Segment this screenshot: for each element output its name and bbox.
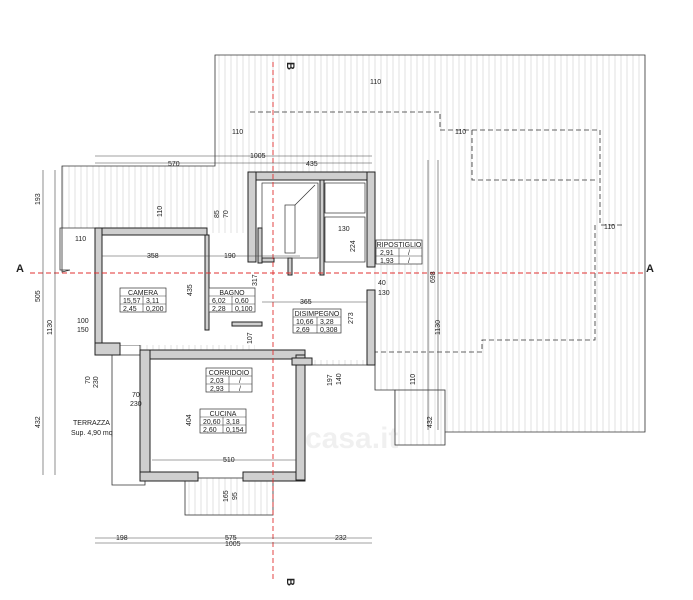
dim-404: 404: [186, 414, 193, 426]
parapet-line-2: [471, 130, 595, 181]
dim-110: 110: [232, 129, 243, 136]
left-terrace: [111, 354, 146, 486]
room-corridoio: CORRIDOIO 2,03 / 2,93 /: [205, 367, 253, 393]
axis-label-a-right: A: [646, 263, 654, 275]
axis-label-b-top: B: [284, 62, 296, 70]
dim-110: 110: [455, 129, 466, 136]
room-name: BAGNO: [219, 290, 245, 297]
dim-110: 110: [370, 79, 381, 86]
room-value: 0,200: [146, 306, 164, 313]
room-cucina: CUCINA 20,60 3,18 2,60 0,154: [199, 408, 247, 434]
room-value: 2,28: [212, 306, 226, 313]
dim-110: 110: [157, 206, 164, 217]
room-value: /: [239, 378, 241, 385]
dim-230: 230: [130, 401, 142, 408]
dim-70: 70: [132, 392, 140, 399]
dim-110: 110: [604, 224, 615, 231]
dim-130b: 130: [378, 290, 390, 297]
room-value: /: [408, 250, 410, 257]
room-value: 0,308: [320, 327, 338, 334]
room-value: 2,03: [210, 378, 224, 385]
room-name: RIPOSTIGLIO: [377, 242, 422, 249]
room-value: 0,60: [235, 298, 249, 305]
room-name: DISIMPEGNO: [295, 311, 340, 318]
dim-110: 110: [75, 236, 86, 243]
dim-40: 40: [378, 280, 386, 287]
dim-224: 224: [350, 240, 357, 252]
dim-95: 95: [232, 492, 239, 500]
dim-1130-left: 1130: [47, 320, 54, 335]
watermark: casa.it: [305, 422, 398, 455]
axis-label-a-left: A: [16, 263, 24, 275]
dim-197: 197: [327, 374, 334, 386]
dim-85: 85: [214, 210, 221, 218]
kitchen-balcony: [184, 477, 274, 516]
dim-70: 70: [223, 210, 230, 218]
room-name: CORRIDOIO: [209, 370, 250, 377]
right-balcony: [394, 389, 446, 446]
dim-232: 232: [335, 535, 347, 542]
dim-230: 230: [93, 376, 100, 388]
dim-505: 505: [35, 290, 42, 302]
dim-273: 273: [348, 312, 355, 324]
room-value: 0,100: [235, 306, 253, 313]
dim-193: 193: [35, 193, 42, 205]
dim-698: 698: [430, 271, 437, 283]
dim-432-right: 432: [427, 416, 434, 428]
dim-358: 358: [147, 253, 159, 260]
room-value: 10,66: [296, 319, 314, 326]
dim-198: 198: [116, 535, 128, 542]
room-value: /: [239, 386, 241, 393]
dim-165: 165: [223, 490, 230, 502]
room-value: 2,60: [203, 427, 217, 434]
dimension-lines: [42, 155, 439, 544]
room-value: 0,154: [226, 427, 244, 434]
dim-190: 190: [224, 253, 236, 260]
room-value: 3,11: [146, 298, 159, 305]
parapet-line: [250, 111, 625, 353]
dim-70: 70: [85, 376, 92, 384]
dim-150: 150: [77, 327, 89, 334]
room-value: 20,60: [203, 419, 221, 426]
room-value: 2,93: [210, 386, 224, 393]
dim-570: 570: [168, 161, 180, 168]
dim-435-top: 435: [306, 161, 318, 168]
room-value: 2,69: [296, 327, 310, 334]
room-value: 3,18: [226, 419, 240, 426]
dim-total-bottom: 1005: [225, 541, 241, 548]
dim-100: 100: [77, 318, 89, 325]
dim-110: 110: [410, 374, 417, 385]
dim-575: 575: [225, 535, 237, 542]
dim-total-top: 1005: [250, 153, 266, 160]
dim-365: 365: [300, 299, 312, 306]
walls: [94, 171, 376, 482]
room-ripostiglio: RIPOSTIGLIO 2,91 / 1,93 /: [375, 239, 423, 265]
room-value: 15,57: [123, 298, 141, 305]
room-disimpegno: DISIMPEGNO 10,66 3,28 2,69 0,308: [292, 308, 342, 334]
room-value: 2,91: [380, 250, 394, 257]
dim-1130-right: 1130: [435, 320, 442, 335]
axis-label-b-bottom: B: [284, 578, 296, 586]
dim-432-left: 432: [35, 416, 42, 428]
terrace-area: Sup. 4,90 mq: [71, 430, 113, 437]
dimension-labels: 1005 570 435 110 110 110 110 110 110 110…: [35, 79, 615, 548]
dim-130: 130: [338, 226, 350, 233]
staircase: [261, 182, 366, 263]
room-value: 1,93: [380, 258, 394, 265]
dim-140: 140: [336, 373, 343, 385]
room-name: CAMERA: [128, 290, 158, 297]
room-camera: CAMERA 15,57 3,11 2,45 0,200: [119, 287, 167, 313]
room-value: 6,02: [212, 298, 226, 305]
room-name: CUCINA: [210, 411, 237, 418]
dim-107: 107: [247, 332, 254, 344]
dim-435: 435: [187, 284, 194, 296]
dim-317: 317: [252, 274, 259, 286]
terrace-label: TERRAZZA: [73, 420, 110, 427]
dim-510: 510: [223, 457, 235, 464]
room-value: /: [408, 258, 410, 265]
room-value: 3,28: [320, 319, 334, 326]
room-value: 2,45: [123, 306, 137, 313]
room-bagno: BAGNO 6,02 0,60 2,28 0,100: [208, 287, 256, 313]
